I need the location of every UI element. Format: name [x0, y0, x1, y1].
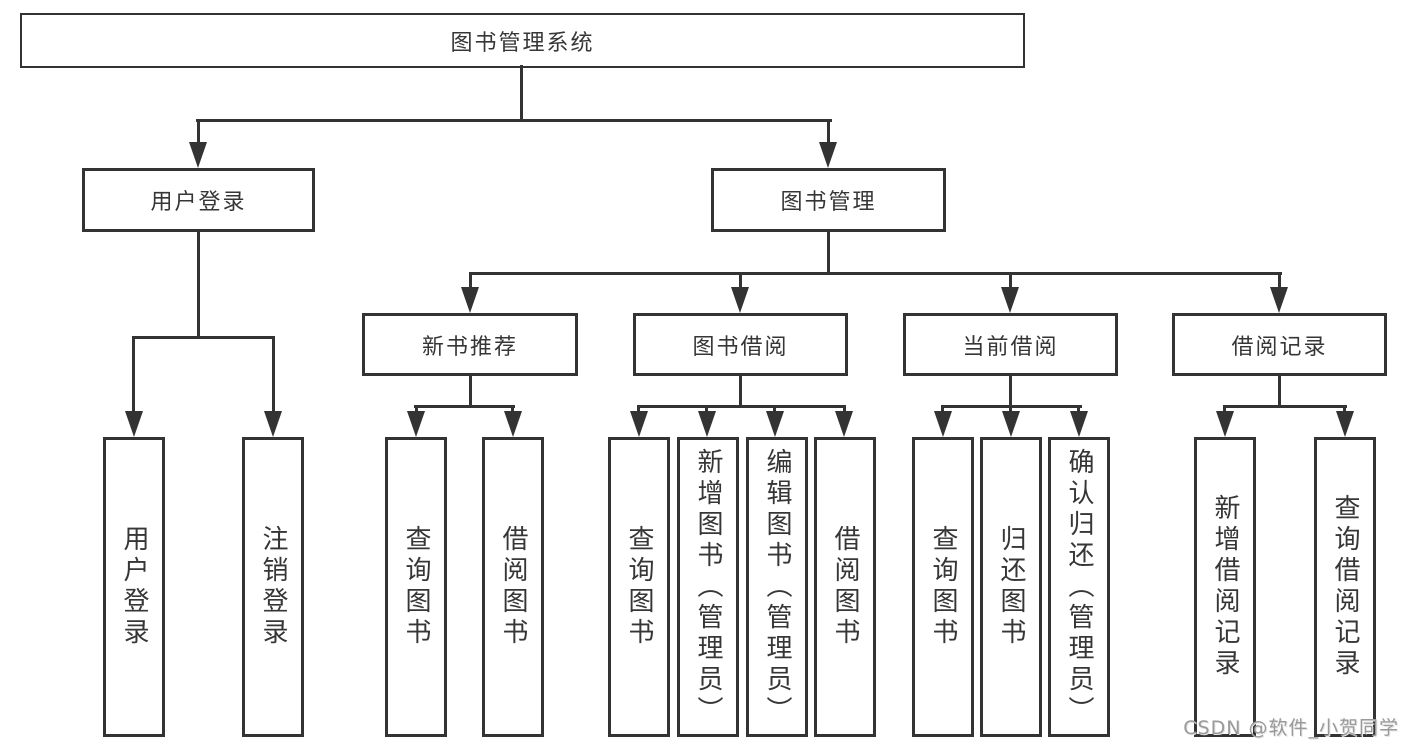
connector-vline — [1009, 374, 1012, 407]
node-root: 图书管理系统 — [20, 13, 1025, 68]
connector-vline — [827, 230, 830, 274]
connector-vline — [197, 230, 200, 338]
arrowhead-down-icon — [407, 411, 425, 437]
connector-vline — [1343, 405, 1346, 415]
arrowhead-down-icon — [698, 411, 716, 437]
leaf-label: 新增借阅记录 — [1210, 494, 1240, 680]
leaf-edit-books-admin: 编辑图书（管理员） — [746, 437, 808, 737]
connector-vline — [739, 374, 742, 407]
node-user-login: 用户登录 — [82, 168, 315, 232]
leaf-label: 借阅图书 — [830, 525, 860, 649]
connector-hline — [414, 405, 515, 408]
connector-vline — [941, 405, 944, 415]
leaf-query-books-recommend: 查询图书 — [385, 437, 447, 737]
arrowhead-down-icon — [1216, 411, 1234, 437]
connector-vline — [415, 405, 418, 415]
leaf-query-borrow-record: 查询借阅记录 — [1314, 437, 1376, 737]
leaf-label: 用户登录 — [119, 525, 149, 649]
arrowhead-down-icon — [934, 411, 952, 437]
leaf-label: 查询图书 — [928, 525, 958, 649]
connector-vline — [1278, 272, 1281, 290]
arrowhead-down-icon — [504, 411, 522, 437]
node-current-borrow: 当前借阅 — [903, 313, 1118, 376]
leaf-add-books-admin: 新增图书（管理员） — [677, 437, 739, 737]
node-borrow-records: 借阅记录 — [1172, 313, 1387, 376]
leaf-label: 查询图书 — [624, 525, 654, 649]
connector-vline — [197, 119, 200, 147]
connector-vline — [1077, 405, 1080, 415]
connector-hline — [637, 405, 846, 408]
arrowhead-down-icon — [835, 411, 853, 437]
leaf-label: 编辑图书（管理员） — [762, 447, 792, 727]
arrowhead-down-icon — [630, 411, 648, 437]
connector-vline — [511, 405, 514, 415]
arrowhead-down-icon — [189, 142, 207, 168]
leaf-label: 借阅图书 — [498, 525, 528, 649]
arrowhead-down-icon — [1001, 287, 1019, 313]
arrowhead-down-icon — [264, 411, 282, 437]
connector-vline — [1009, 405, 1012, 415]
arrowhead-down-icon — [1002, 411, 1020, 437]
connector-vline — [705, 405, 708, 415]
connector-vline — [827, 119, 830, 147]
connector-vline — [1009, 272, 1012, 290]
leaf-borrow-books-recommend: 借阅图书 — [482, 437, 544, 737]
connector-vline — [469, 272, 472, 290]
connector-hline — [469, 272, 1282, 275]
arrowhead-down-icon — [1270, 287, 1288, 313]
csdn-watermark: CSDN @软件_小贺同学 — [1183, 717, 1399, 739]
connector-vline — [469, 374, 472, 407]
connector-vline — [272, 336, 275, 413]
leaf-query-books-current: 查询图书 — [912, 437, 974, 737]
leaf-label: 查询图书 — [401, 525, 431, 649]
node-book-management: 图书管理 — [711, 168, 946, 232]
connector-vline — [1278, 374, 1281, 407]
arrowhead-down-icon — [731, 287, 749, 313]
arrowhead-down-icon — [1070, 411, 1088, 437]
leaf-query-books-borrow: 查询图书 — [608, 437, 670, 737]
leaf-label: 归还图书 — [996, 525, 1026, 649]
leaf-label: 确认归还（管理员） — [1064, 447, 1094, 727]
connector-vline — [1223, 405, 1226, 415]
connector-vline — [773, 405, 776, 415]
connector-vline — [739, 272, 742, 290]
connector-vline — [843, 405, 846, 415]
connector-hline — [196, 119, 832, 122]
leaf-label: 查询借阅记录 — [1330, 494, 1360, 680]
leaf-label: 注销登录 — [258, 525, 288, 649]
leaf-logout-login: 注销登录 — [242, 437, 304, 737]
arrowhead-down-icon — [766, 411, 784, 437]
connector-hline — [1223, 405, 1347, 408]
leaf-return-books: 归还图书 — [980, 437, 1042, 737]
leaf-user-login: 用户登录 — [103, 437, 165, 737]
leaf-label: 新增图书（管理员） — [693, 447, 723, 727]
arrowhead-down-icon — [819, 142, 837, 168]
connector-vline — [520, 65, 523, 121]
connector-vline — [132, 336, 135, 413]
leaf-confirm-return-admin: 确认归还（管理员） — [1048, 437, 1110, 737]
leaf-add-borrow-record: 新增借阅记录 — [1194, 437, 1256, 737]
arrowhead-down-icon — [461, 287, 479, 313]
arrowhead-down-icon — [125, 411, 143, 437]
connector-vline — [637, 405, 640, 415]
leaf-borrow-books: 借阅图书 — [814, 437, 876, 737]
node-new-book-recommend: 新书推荐 — [362, 313, 578, 376]
node-book-borrow: 图书借阅 — [633, 313, 848, 376]
arrowhead-down-icon — [1336, 411, 1354, 437]
connector-hline — [132, 336, 275, 339]
